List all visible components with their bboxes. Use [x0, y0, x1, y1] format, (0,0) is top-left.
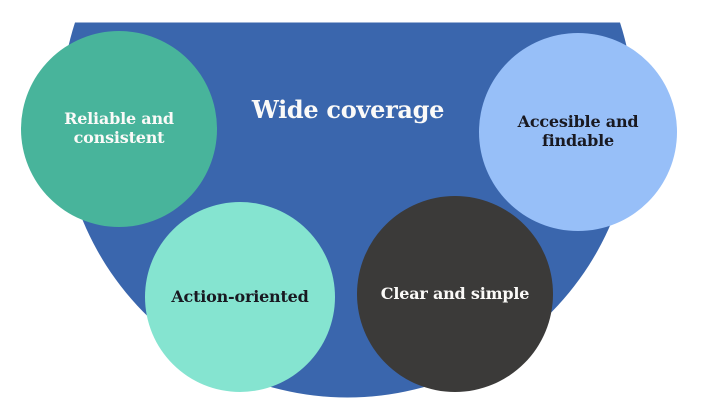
circle-accessible-findable-label: Accesible and findable — [517, 112, 639, 150]
circle-accessible-findable: Accesible and findable — [479, 33, 677, 231]
wide-coverage-label: Wide coverage — [251, 95, 445, 124]
circle-reliable-consistent-label: Reliable and consistent — [64, 109, 174, 147]
circle-reliable-consistent: Reliable and consistent — [21, 31, 217, 227]
circle-action-oriented-label: Action-oriented — [171, 286, 309, 306]
circle-action-oriented: Action-oriented — [145, 202, 335, 392]
circle-clear-simple: Clear and simple — [357, 196, 553, 392]
circle-clear-simple-label: Clear and simple — [380, 283, 530, 303]
